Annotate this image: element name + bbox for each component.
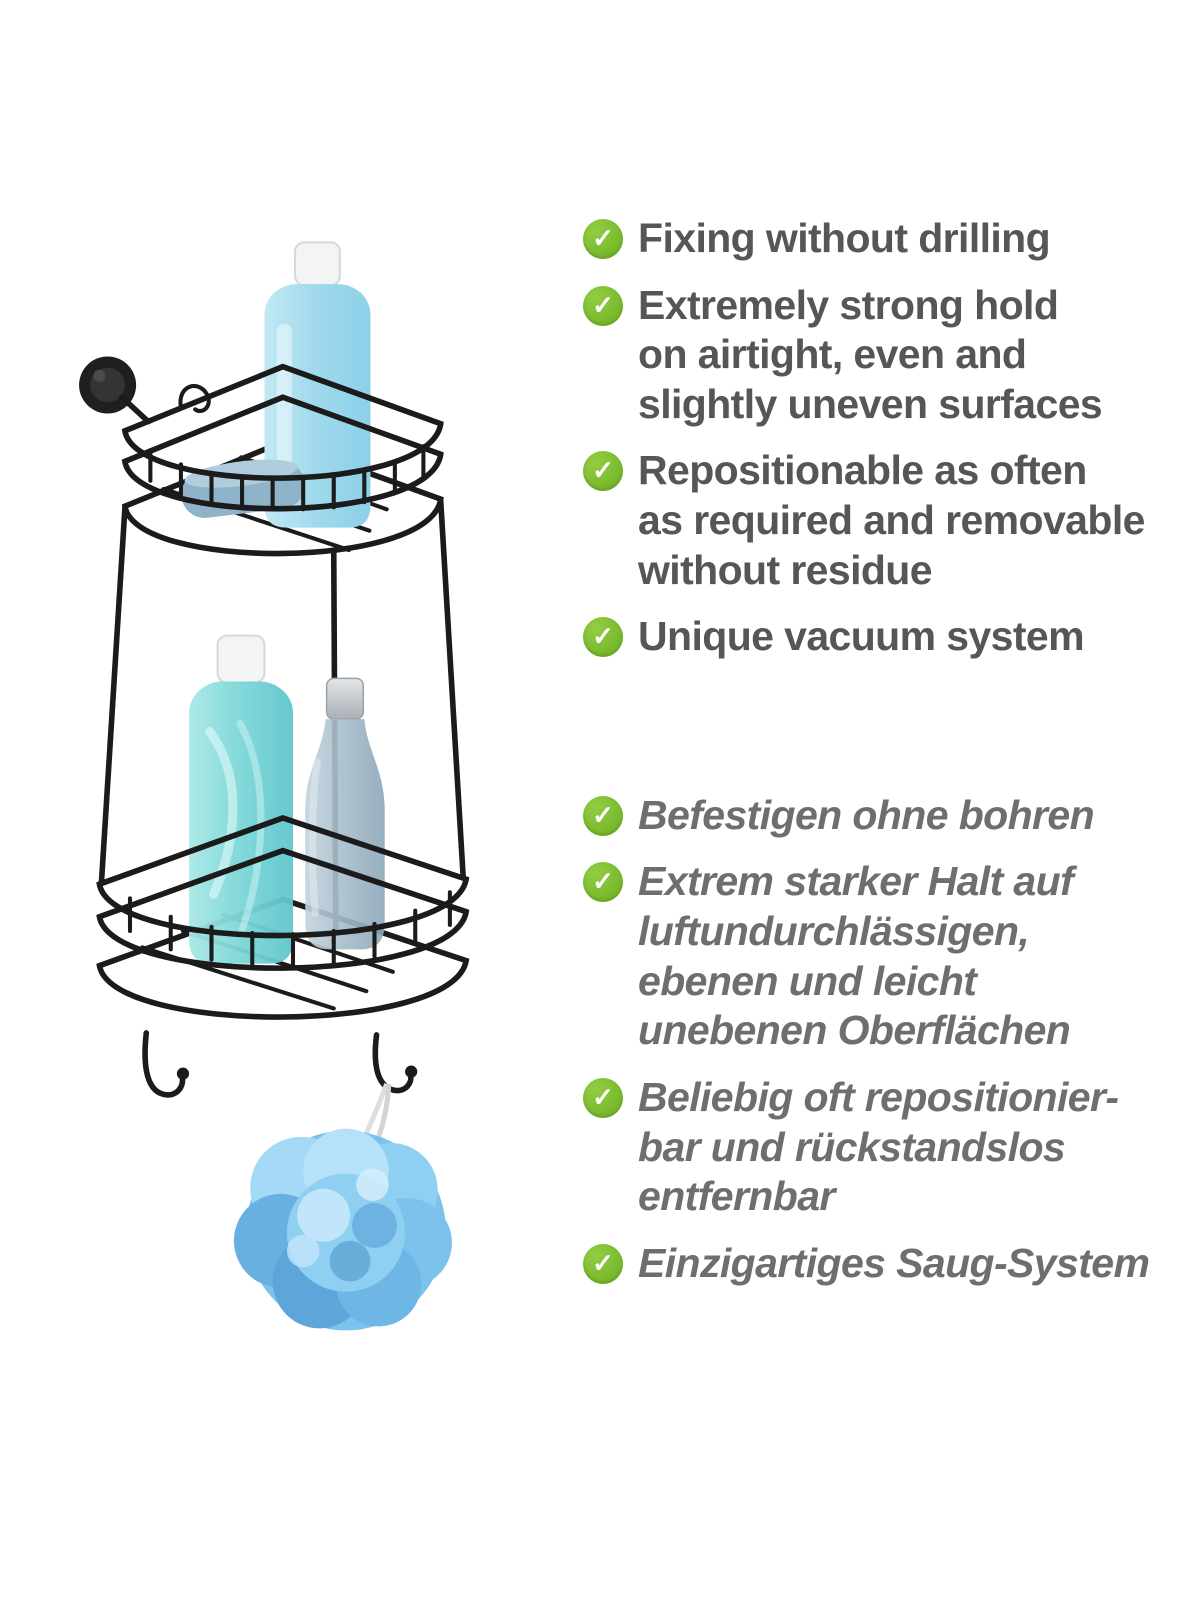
check-glyph: ✓ <box>592 799 614 830</box>
feature-text: Repositionable as often as required and … <box>638 447 1145 593</box>
bottom-shelf-rim <box>99 818 466 968</box>
check-icon: ✓ <box>583 862 623 903</box>
shower-caddy-svg <box>79 241 558 1331</box>
check-glyph: ✓ <box>592 1081 614 1112</box>
top-shelf-rim <box>125 367 441 510</box>
check-icon: ✓ <box>583 285 623 326</box>
check-icon: ✓ <box>583 219 623 259</box>
check-glyph: ✓ <box>592 1247 614 1278</box>
check-icon: ✓ <box>583 795 623 836</box>
feature-text: Extremely strong hold on airtight, even … <box>638 281 1103 427</box>
check-icon: ✓ <box>583 617 623 658</box>
feature-text: Extrem starker Halt auf luftundurchlässi… <box>638 858 1074 1054</box>
feature-list-english: ✓ Fixing without drilling ✓ Extremely st… <box>583 214 1191 679</box>
check-glyph: ✓ <box>592 621 614 652</box>
small-bottle <box>305 677 385 950</box>
product-illustration <box>28 222 558 1363</box>
feature-item: ✓ Extrem starker Halt auf luftundurchläs… <box>583 857 1191 1055</box>
feature-item: ✓ Fixing without drilling <box>583 214 1191 264</box>
loofah <box>233 1128 452 1331</box>
check-icon: ✓ <box>583 451 623 492</box>
hooks <box>142 1030 418 1098</box>
feature-item: ✓ Repositionable as often as required an… <box>583 446 1191 595</box>
feature-text: Beliebig oft repositionier- bar und rück… <box>638 1073 1119 1220</box>
check-icon: ✓ <box>583 1077 623 1118</box>
feature-text: Fixing without drilling <box>638 215 1051 261</box>
check-icon: ✓ <box>583 1243 623 1284</box>
feature-text: Befestigen ohne bohren <box>638 791 1095 838</box>
feature-item: ✓ Beliebig oft repositionier- bar und rü… <box>583 1073 1191 1222</box>
check-glyph: ✓ <box>592 289 614 320</box>
feature-item: ✓ Einzigartiges Saug-System <box>583 1239 1191 1289</box>
suction-cup <box>79 356 152 425</box>
check-glyph: ✓ <box>592 455 614 486</box>
check-glyph: ✓ <box>592 866 614 897</box>
feature-item: ✓ Extremely strong hold on airtight, eve… <box>583 281 1191 430</box>
check-glyph: ✓ <box>592 223 614 253</box>
feature-item: ✓ Unique vacuum system <box>583 612 1191 662</box>
feature-text: Einzigartiges Saug-System <box>638 1239 1150 1286</box>
feature-list-german: ✓ Befestigen ohne bohren ✓ Extrem starke… <box>583 791 1191 1305</box>
feature-lists: ✓ Fixing without drilling ✓ Extremely st… <box>583 214 1191 1305</box>
feature-item: ✓ Befestigen ohne bohren <box>583 791 1191 841</box>
large-bottle <box>189 634 293 964</box>
feature-text: Unique vacuum system <box>638 613 1085 660</box>
